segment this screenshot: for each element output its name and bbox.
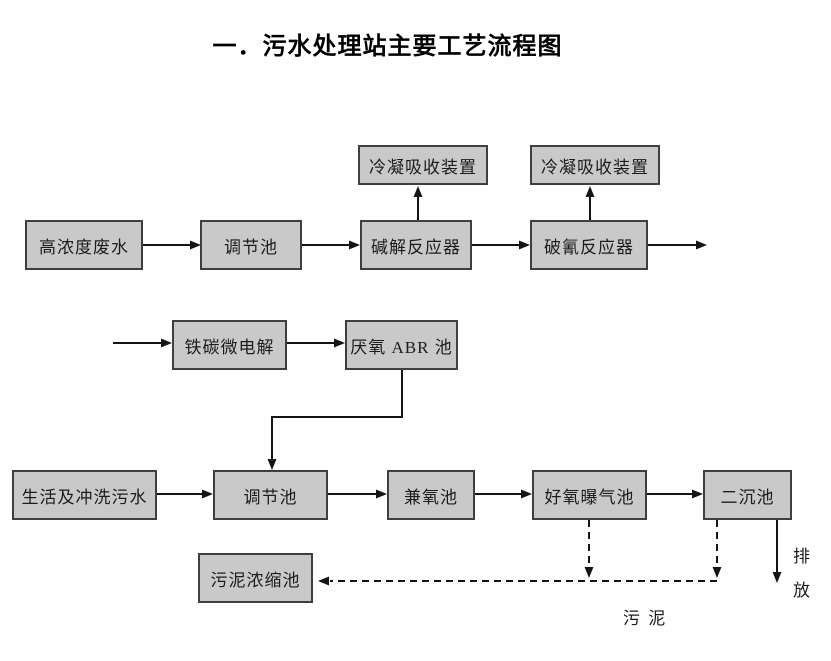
node-regulation-tank-top: 调节池 bbox=[200, 220, 302, 270]
node-alkaline-hydrolysis-reactor: 碱解反应器 bbox=[360, 220, 472, 270]
arrow-alkaline-to-cyanide bbox=[472, 240, 530, 250]
arrow-secondary-to-discharge bbox=[772, 520, 782, 583]
sludge-label: 污 泥 bbox=[623, 609, 668, 628]
node-regulation-tank-bottom: 调节池 bbox=[213, 470, 328, 520]
node-iron-carbon-microelectrolysis: 铁碳微电解 bbox=[172, 320, 287, 370]
arrow-inlet-to-ironcarbon bbox=[113, 338, 172, 348]
arrow-highconc-to-regulation bbox=[143, 240, 201, 250]
arrow-facultative-to-aerobic bbox=[475, 489, 532, 499]
node-secondary-sedimentation-tank: 二沉池 bbox=[703, 470, 792, 520]
arrow-cyanide-to-condenser bbox=[585, 186, 595, 220]
arrow-abr-to-regulation-bottom bbox=[267, 370, 403, 470]
dashed-arrow-secondary-sludge bbox=[712, 520, 722, 578]
page-title: 一．污水处理站主要工艺流程图 bbox=[212, 34, 563, 60]
arrow-regulation-to-facultative bbox=[328, 489, 387, 499]
arrow-alkaline-to-condenser bbox=[413, 186, 423, 220]
node-condenser-absorber-right: 冷凝吸收装置 bbox=[530, 145, 660, 185]
arrow-regulation-to-alkaline bbox=[302, 240, 360, 250]
discharge-label: 排放 bbox=[793, 547, 810, 600]
dashed-arrow-aerobic-sludge bbox=[584, 520, 594, 578]
arrow-domestic-to-regulation bbox=[157, 489, 213, 499]
arrow-cyanide-to-outlet bbox=[648, 240, 707, 250]
arrow-ironcarbon-to-abr bbox=[287, 338, 345, 348]
node-condenser-absorber-left: 冷凝吸收装置 bbox=[358, 145, 488, 185]
node-facultative-tank: 兼氧池 bbox=[387, 470, 475, 520]
node-cyanide-breaking-reactor: 破氰反应器 bbox=[530, 220, 648, 270]
node-aerobic-aeration-tank: 好氧曝气池 bbox=[532, 470, 647, 520]
node-anaerobic-abr-tank: 厌氧 ABR 池 bbox=[345, 320, 458, 370]
dashed-arrow-sludge-to-thickener bbox=[318, 576, 717, 586]
arrow-aerobic-to-secondary bbox=[647, 489, 703, 499]
node-domestic-flushing-sewage: 生活及冲洗污水 bbox=[12, 470, 157, 520]
node-high-concentration-wastewater: 高浓度废水 bbox=[25, 220, 143, 270]
node-sludge-thickening-tank: 污泥浓缩池 bbox=[198, 553, 313, 603]
